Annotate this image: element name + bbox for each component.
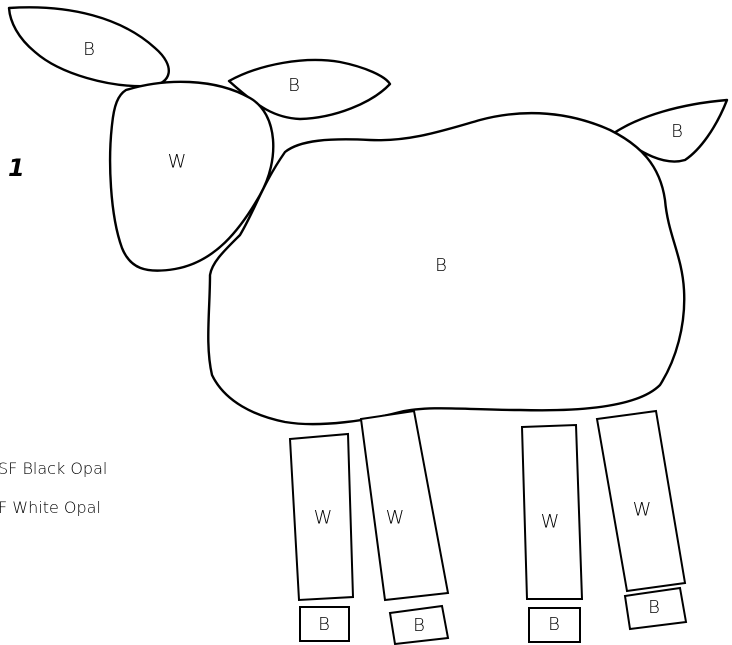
left-ear-label: B [83, 39, 95, 60]
hoof-4: B [625, 588, 686, 629]
hoof-4-label: B [648, 597, 660, 618]
leg-3-label: W [541, 511, 560, 533]
hoof-3: B [529, 608, 580, 642]
step-number: 1 [8, 154, 25, 182]
leg-1: W [290, 434, 353, 600]
leg-3: W [522, 425, 582, 599]
hoof-3-label: B [548, 614, 560, 635]
hoof-2: B [390, 606, 448, 644]
legend-item-white-opal: F White Opal [0, 498, 101, 517]
leg-4: W [597, 411, 685, 591]
legend-item-black-opal: SF Black Opal [0, 459, 107, 478]
head-label: W [168, 151, 187, 173]
right-ear-label: B [288, 75, 300, 96]
hoof-1: B [300, 607, 349, 641]
leg-1-label: W [314, 507, 333, 529]
leg-2-label: W [386, 507, 405, 529]
tail-label: B [671, 121, 683, 142]
leg-4-label: W [633, 499, 652, 521]
hoof-1-label: B [318, 614, 330, 635]
leg-2: W [361, 411, 448, 600]
body-label: B [435, 255, 447, 276]
hoof-2-label: B [413, 615, 425, 636]
